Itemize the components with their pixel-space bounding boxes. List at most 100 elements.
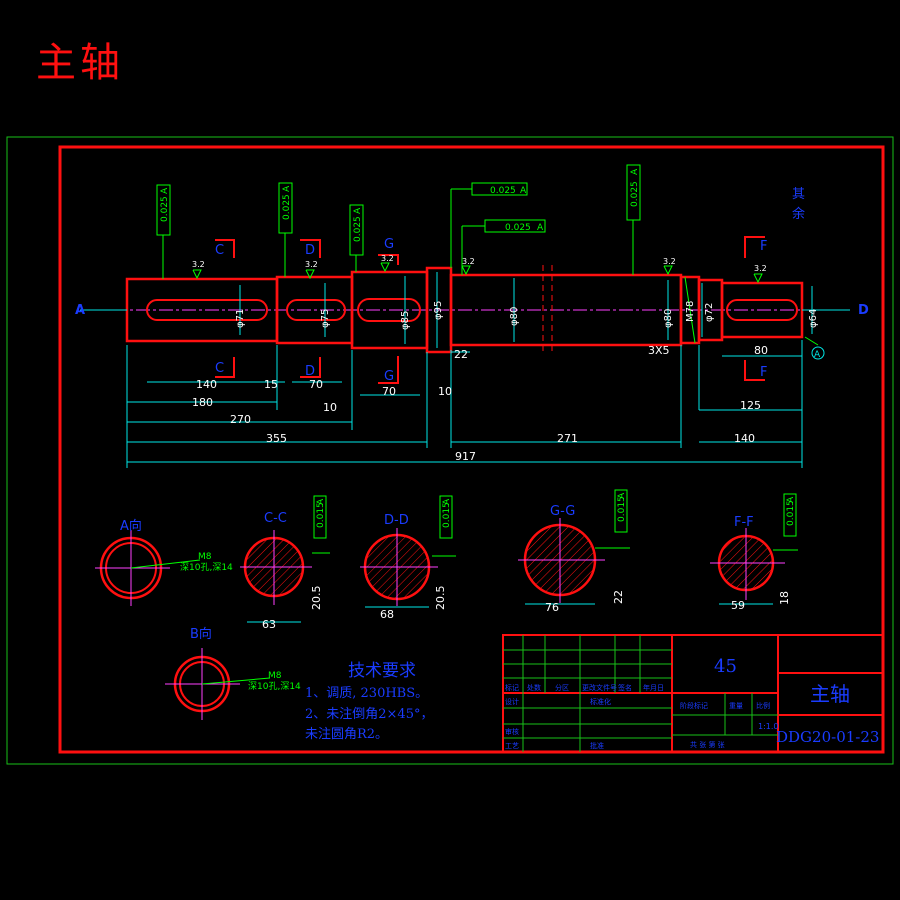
svg-text:φ72: φ72 — [704, 303, 715, 322]
svg-text:20.5: 20.5 — [434, 586, 447, 611]
svg-text:批准: 批准 — [590, 741, 604, 750]
svg-text:3.2: 3.2 — [381, 254, 394, 263]
section-f-f — [710, 528, 798, 605]
title-block-cells: 标记 处数 分区 更改文件号 签名 年月日 设计 标准化 审核 工艺 批准 阶段… — [505, 683, 770, 750]
svg-text:76: 76 — [545, 601, 559, 614]
yu-label: 余 — [792, 206, 805, 222]
svg-text:0.015: 0.015 — [617, 496, 627, 522]
sec-f-top: F — [760, 239, 767, 254]
dimension-lines — [80, 272, 850, 468]
section-dims: 63 20.5 68 20.5 76 22 59 18 — [262, 586, 791, 632]
roughness-values: 3.2 3.2 3.2 3.2 3.2 3.2 — [192, 254, 767, 273]
svg-text:共 张 第 张: 共 张 第 张 — [690, 740, 725, 749]
view-a — [95, 530, 201, 606]
svg-text:M8: M8 — [268, 671, 282, 681]
sec-c-top: C — [215, 243, 224, 258]
svg-text:22: 22 — [612, 590, 625, 604]
svg-text:70: 70 — [309, 378, 323, 391]
sec-d-bot: D — [305, 364, 315, 379]
title-block-text: 45 主轴 DDG20-01-23 1:1.0 — [714, 656, 879, 746]
section-labels: A向 C-C D-D G-G F-F B向 — [120, 504, 754, 642]
labels: A D C C D D G G F F 其 余 — [75, 187, 869, 384]
main-shaft — [90, 265, 835, 355]
svg-text:355: 355 — [266, 432, 287, 445]
section-c-c — [240, 530, 330, 623]
svg-text:M8: M8 — [198, 552, 212, 562]
svg-text:0.025: 0.025 — [160, 196, 170, 222]
svg-text:63: 63 — [262, 618, 276, 631]
svg-text:阶段标记: 阶段标记 — [680, 701, 708, 710]
svg-text:签名: 签名 — [618, 683, 632, 692]
drawing-frame — [58, 145, 885, 754]
svg-text:重量: 重量 — [729, 702, 743, 710]
material: 45 — [714, 656, 737, 677]
svg-text:φ80: φ80 — [663, 309, 674, 328]
tech-requirements: 技术要求 1、调质, 230HBS。 2、未注倒角2×45°， 未注圆角R2。 — [305, 661, 433, 742]
svg-text:180: 180 — [192, 396, 213, 409]
svg-text:0.015: 0.015 — [786, 500, 796, 526]
section-g-g — [518, 518, 630, 605]
qi-label: 其 — [792, 187, 805, 202]
svg-text:0.025: 0.025 — [505, 223, 531, 233]
svg-text:A向: A向 — [120, 518, 142, 534]
svg-text:0.015: 0.015 — [442, 502, 452, 528]
svg-text:φ75: φ75 — [320, 309, 331, 328]
title-block-grid — [503, 635, 778, 752]
svg-text:比例: 比例 — [756, 701, 770, 710]
svg-text:M78: M78 — [685, 301, 696, 322]
title-block — [502, 634, 884, 753]
scale: 1:1.0 — [758, 722, 779, 731]
svg-text:3.2: 3.2 — [192, 260, 205, 269]
svg-text:125: 125 — [740, 399, 761, 412]
svg-text:3X5: 3X5 — [648, 344, 670, 357]
svg-text:深10孔,深14: 深10孔,深14 — [248, 681, 301, 692]
sec-g-top: G — [384, 237, 394, 252]
svg-text:270: 270 — [230, 413, 251, 426]
svg-text:G-G: G-G — [550, 504, 575, 519]
svg-text:F-F: F-F — [734, 515, 754, 530]
svg-text:A: A — [442, 498, 452, 505]
part-name: 主轴 — [810, 682, 850, 706]
datum-label: A — [814, 350, 821, 360]
svg-text:3.2: 3.2 — [754, 264, 767, 273]
svg-text:A: A — [160, 187, 170, 194]
svg-text:3.2: 3.2 — [462, 257, 475, 266]
svg-text:68: 68 — [380, 608, 394, 621]
svg-text:A: A — [537, 223, 544, 233]
tech-line1: 1、调质, 230HBS。 — [305, 686, 428, 701]
svg-text:A: A — [786, 496, 796, 503]
svg-text:处数: 处数 — [527, 683, 541, 692]
svg-text:A: A — [353, 207, 363, 214]
svg-text:标记: 标记 — [505, 683, 519, 692]
svg-text:10: 10 — [323, 401, 337, 414]
svg-text:φ64: φ64 — [808, 309, 819, 328]
svg-text:A: A — [630, 168, 640, 175]
svg-text:工艺: 工艺 — [505, 742, 519, 750]
tech-heading: 技术要求 — [348, 661, 416, 681]
section-tol-boxes — [313, 489, 797, 539]
end-d-label: D — [858, 303, 869, 318]
svg-text:标准化: 标准化 — [590, 697, 611, 706]
svg-text:深10孔,深14: 深10孔,深14 — [180, 562, 233, 573]
svg-text:φ85: φ85 — [400, 311, 411, 330]
section-markers — [215, 236, 765, 384]
svg-text:分区: 分区 — [555, 683, 569, 692]
svg-text:φ95: φ95 — [433, 301, 444, 320]
sec-g-bot: G — [384, 369, 394, 384]
svg-text:10: 10 — [438, 385, 452, 398]
svg-text:年月日: 年月日 — [643, 683, 664, 692]
diameter-labels: φ71 φ75 φ85 φ95 φ80 φ80 M78 φ72 φ64 — [235, 301, 819, 330]
svg-text:59: 59 — [731, 599, 745, 612]
sec-f-bot: F — [760, 365, 767, 380]
svg-text:A: A — [520, 186, 527, 196]
svg-text:0.015: 0.015 — [316, 502, 326, 528]
svg-text:18: 18 — [778, 591, 791, 605]
svg-text:140: 140 — [196, 378, 217, 391]
svg-text:更改文件号: 更改文件号 — [582, 683, 617, 692]
datum-circle — [811, 346, 825, 360]
svg-text:20.5: 20.5 — [310, 586, 323, 611]
dimension-values: 140 15 180 70 10 70 10 270 355 271 917 2… — [192, 344, 768, 463]
svg-text:80: 80 — [754, 344, 768, 357]
drawing-no: DDG20-01-23 — [776, 728, 879, 746]
